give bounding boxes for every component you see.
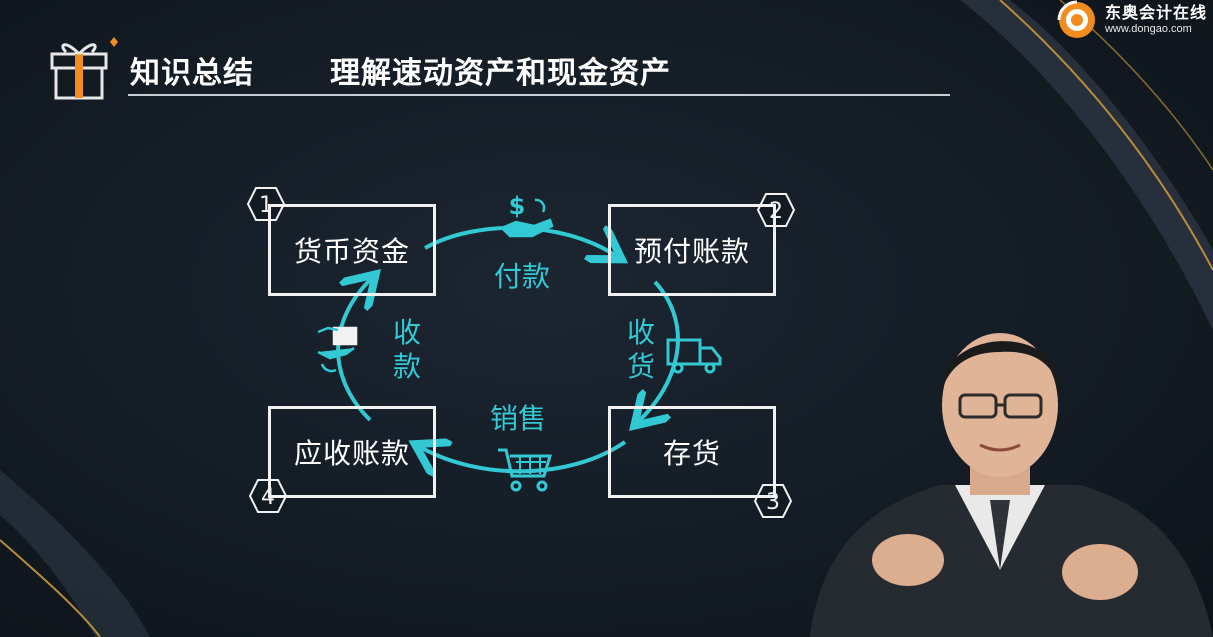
shopping-cart-icon bbox=[498, 448, 553, 492]
node-number-badge-1 bbox=[246, 187, 286, 221]
svg-text:$: $ bbox=[509, 192, 526, 220]
brand-name: 东奥会计在线 bbox=[1104, 3, 1207, 22]
brand-logo-icon bbox=[1057, 0, 1095, 38]
hand-exchange-icon bbox=[317, 326, 358, 373]
node-label-receivables: 应收账款 bbox=[293, 437, 410, 470]
slide-title: 知识总结 bbox=[130, 56, 254, 91]
node-receivables: 应收账款 bbox=[268, 406, 436, 498]
flow-label-collect: 收款 bbox=[392, 316, 421, 383]
hand-dollar-icon: $ bbox=[499, 192, 554, 238]
brand-watermark: 东奥会计在线 www.dongao.com bbox=[1055, 0, 1207, 40]
node-cash: 货币资金 bbox=[268, 204, 436, 296]
node-number-badge-3 bbox=[753, 484, 793, 518]
node-label-cash: 货币资金 bbox=[293, 235, 410, 268]
delivery-truck-icon bbox=[666, 338, 722, 374]
title-divider bbox=[128, 94, 950, 96]
cash-cycle-diagram: 1 2 3 4 $ bbox=[230, 180, 810, 520]
node-inventory: 存货 bbox=[608, 406, 776, 498]
node-prepayments: 预付账款 bbox=[608, 204, 776, 296]
arrow-receive-goods bbox=[640, 280, 680, 420]
arrow-sales bbox=[422, 442, 627, 471]
slide-subtitle: 理解速动资产和现金资产 bbox=[330, 56, 671, 91]
presenter-video-overlay bbox=[810, 333, 1213, 637]
flow-label-pay: 付款 bbox=[494, 260, 551, 293]
node-label-inventory: 存货 bbox=[662, 437, 721, 470]
gift-box-icon bbox=[50, 37, 118, 100]
flow-label-receive-goods: 收货 bbox=[626, 316, 655, 383]
node-label-prepayments: 预付账款 bbox=[633, 235, 750, 268]
brand-url: www.dongao.com bbox=[1104, 23, 1192, 35]
node-number-badge-2 bbox=[756, 193, 796, 227]
flow-label-sales: 销售 bbox=[490, 402, 547, 435]
